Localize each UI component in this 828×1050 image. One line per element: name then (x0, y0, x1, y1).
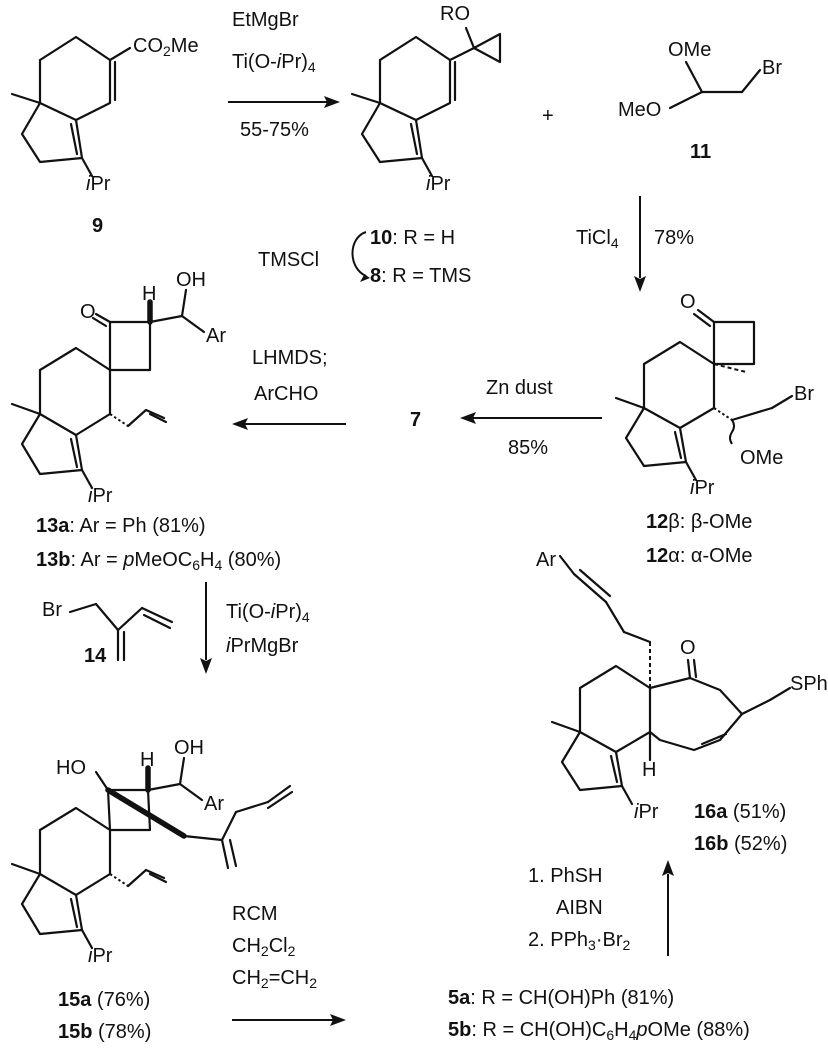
step6-arrow (200, 582, 212, 674)
compound-13a-legend: 13a: Ar = Ph (81%) (36, 515, 206, 537)
step6-reagent-2: iPrMgBr (226, 635, 299, 657)
plus-sign: + (542, 105, 554, 127)
compound-12-br: Br (794, 383, 814, 405)
step1-yield: 55-75% (240, 119, 309, 141)
step6-reagent-1: Ti(O-iPr)4 (226, 601, 310, 625)
compound-13b-legend: 13b: Ar = pMeOC6H4 (80%) (36, 549, 282, 573)
compound-11-br: Br (762, 57, 782, 79)
step2-reagent: TiCl4 (576, 227, 619, 251)
step7-reagent-1: RCM (232, 903, 278, 925)
compound-15-ho: HO (56, 757, 86, 779)
compound-13-h: H (142, 283, 157, 305)
compound-16-o: O (680, 637, 696, 659)
compound-16-h: H (642, 759, 657, 781)
step7-reagent-3: CH2=CH2 (232, 967, 318, 991)
step2-arrow (634, 196, 646, 292)
step7-arrow (232, 1014, 346, 1026)
compound-9-ester: CO2Me (133, 35, 199, 59)
compound-10-ro: RO (440, 3, 470, 25)
compound-5a-legend: 5a: R = CH(OH)Ph (81%) (448, 987, 675, 1009)
compound-7-label: 7 (410, 409, 422, 431)
step4-yield: 85% (508, 437, 549, 459)
compound-11-ome: OMe (668, 39, 712, 61)
step7-reagent-2: CH2Cl2 (232, 935, 296, 959)
compound-15-ipr: iPr (88, 945, 113, 967)
compound-16b-legend: 16b (52%) (694, 833, 788, 855)
compound-15-h: H (140, 749, 155, 771)
compound-12-o: O (680, 291, 696, 313)
compound-15-oh: OH (174, 737, 204, 759)
step8-reagent-2: AIBN (556, 897, 603, 919)
compound-10-legend: 10: R = H (370, 227, 456, 249)
compound-12beta-legend: 12β: β-OMe (646, 511, 753, 533)
step3-reagent: TMSCl (258, 249, 320, 271)
compound-14-br: Br (42, 599, 62, 621)
compound-9-ipr: iPr (86, 173, 111, 195)
compound-13-oh: OH (176, 269, 206, 291)
compound-11-meo: MeO (618, 99, 662, 121)
compound-16-ipr: iPr (634, 801, 659, 823)
step4-reagent: Zn dust (486, 377, 553, 399)
compound-13-o: O (80, 301, 96, 323)
compound-15b-legend: 15b (78%) (58, 1021, 152, 1043)
compound-13-ar: Ar (206, 325, 226, 347)
compound-16-sph: SPh (790, 673, 828, 695)
compound-12alpha-legend: 12α: α-OMe (646, 545, 753, 567)
step8-reagent-3: 2. PPh3·Br2 (528, 929, 631, 953)
step2-yield: 78% (654, 227, 695, 249)
step1-reagent-2: Ti(O-iPr)4 (232, 51, 316, 75)
compound-12-ome: OMe (740, 447, 784, 469)
compound-9-label: 9 (92, 215, 104, 237)
step5-reagent-2: ArCHO (254, 383, 319, 405)
compound-15a-legend: 15a (76%) (58, 989, 151, 1011)
compound-10-ipr: iPr (426, 173, 451, 195)
compound-5b-legend: 5b: R = CH(OH)C6H4pOMe (88%) (448, 1019, 750, 1043)
step8-reagent-1: 1. PhSH (528, 865, 603, 887)
compound-8-legend: 8: R = TMS (370, 265, 472, 287)
step5-arrow (232, 418, 346, 430)
compound-11-label: 11 (690, 141, 712, 163)
compound-14-label: 14 (84, 645, 107, 667)
compound-16a-legend: 16a (51%) (694, 801, 787, 823)
step1-reagent-1: EtMgBr (232, 9, 299, 31)
compound-15-ar: Ar (204, 793, 224, 815)
compound-16-ar: Ar (536, 549, 556, 571)
step3-curved-arrow (351, 231, 370, 282)
step4-arrow (460, 412, 602, 424)
step5-reagent-1: LHMDS; (252, 347, 328, 369)
compound-13-ipr: iPr (88, 485, 113, 507)
compound-12-ipr: iPr (690, 477, 715, 499)
step8-arrow (662, 860, 674, 956)
step1-arrow (228, 96, 340, 108)
